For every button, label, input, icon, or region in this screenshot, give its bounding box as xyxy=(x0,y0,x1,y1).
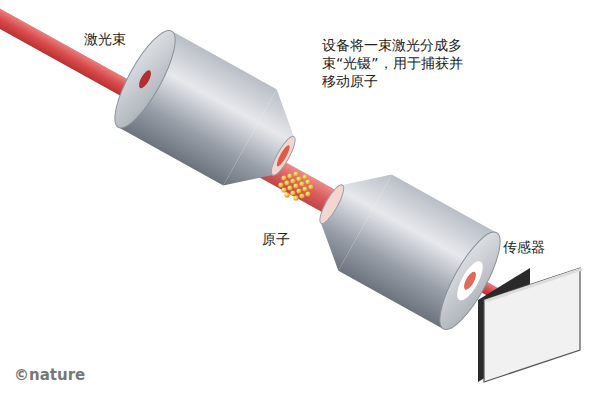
atom xyxy=(299,181,304,186)
callout-note: 设备将一束激光分成多束“光镊”，用于捕获并移动原子 xyxy=(322,36,472,91)
atom xyxy=(293,195,298,200)
sensor xyxy=(478,268,584,382)
atom xyxy=(293,183,298,188)
atom xyxy=(302,174,307,179)
atom xyxy=(293,171,298,176)
atom xyxy=(281,187,286,192)
laser-beam xyxy=(0,0,551,332)
atom xyxy=(305,191,310,196)
atom xyxy=(308,184,313,189)
atom xyxy=(290,178,295,183)
atom xyxy=(296,188,301,193)
sensor-label: 传感器 xyxy=(503,238,545,256)
atom xyxy=(296,176,301,181)
atom-label: 原子 xyxy=(262,230,290,248)
atom-array xyxy=(278,171,313,200)
beam-label: 激光束 xyxy=(84,30,126,48)
atom xyxy=(278,182,283,187)
watermark: ©nature xyxy=(14,366,85,386)
atom xyxy=(299,193,304,198)
atom xyxy=(284,180,289,185)
atom xyxy=(287,173,292,178)
atom xyxy=(302,186,307,191)
atom xyxy=(290,190,295,195)
atom xyxy=(287,185,292,190)
atom xyxy=(305,179,310,184)
atom xyxy=(284,192,289,197)
atom xyxy=(281,175,286,180)
left-objective xyxy=(104,23,315,206)
